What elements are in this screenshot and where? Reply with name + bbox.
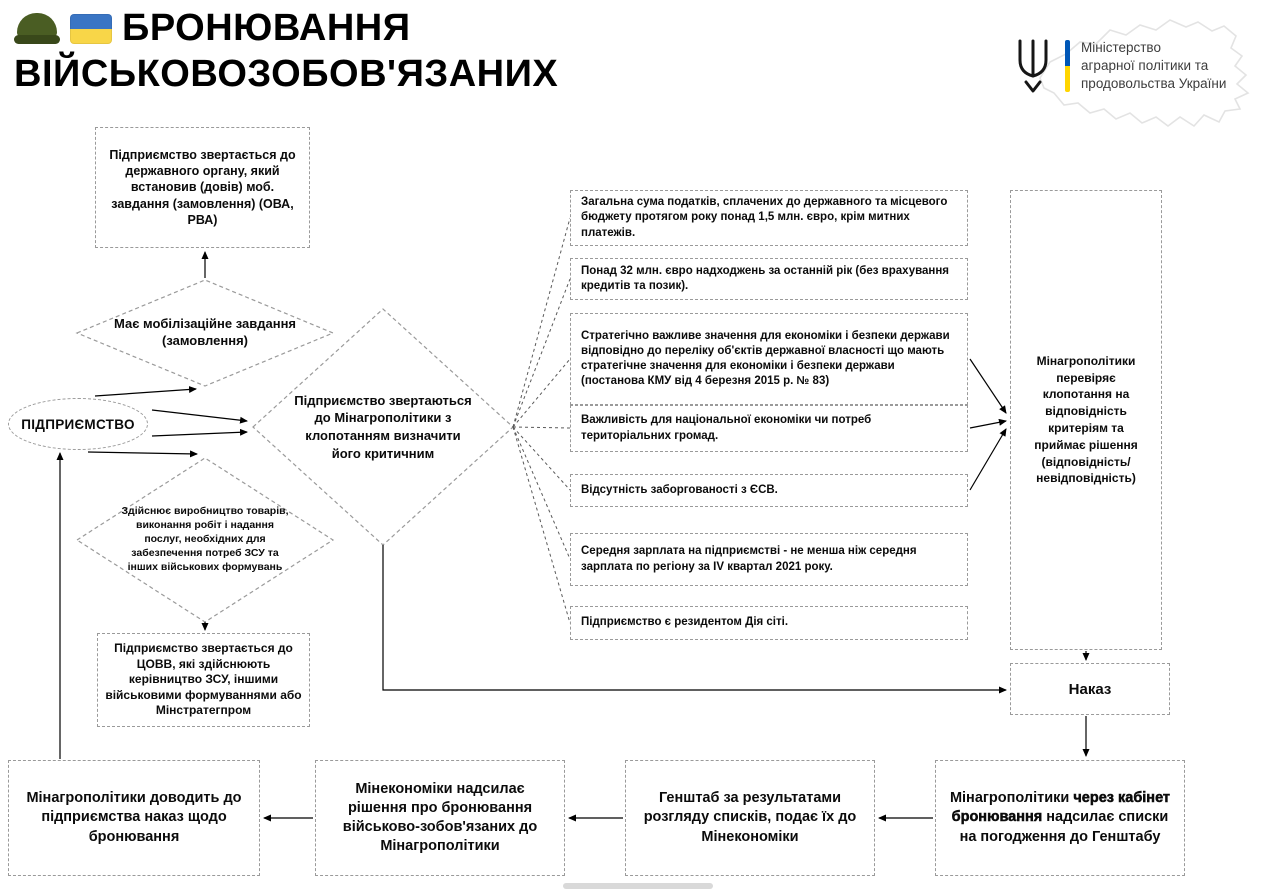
node-covv-label: Підприємство звертається до ЦОВВ, які зд… bbox=[105, 641, 302, 718]
node-state-organ-label: Підприємство звертається до державного о… bbox=[109, 147, 296, 227]
node-state-organ: Підприємство звертається до державного о… bbox=[95, 127, 310, 248]
node-enterprise-label: ПІДПРИЄМСТВО bbox=[21, 416, 135, 432]
node-order: Наказ bbox=[1010, 663, 1170, 715]
criteria-item-4: Важливість для національної економіки чи… bbox=[570, 405, 968, 452]
node-order-label: Наказ bbox=[1068, 680, 1112, 698]
node-genshtab-label: Генштаб за результатами розгляду списків… bbox=[643, 790, 857, 845]
ukraine-trident-icon bbox=[1018, 39, 1048, 93]
criteria-item-2: Понад 32 млн. євро надходжень за останні… bbox=[570, 258, 968, 300]
criteria-item-1: Загальна сума податків, сплачених до дер… bbox=[570, 190, 968, 246]
node-minagro-send-lists-label: Мінагрополітики через кабінет бронювання… bbox=[946, 789, 1174, 846]
criteria-item-5: Відсутність заборгованості з ЄСВ. bbox=[570, 474, 968, 507]
diamond-production bbox=[75, 457, 335, 623]
title-text-1: БРОНЮВАННЯ bbox=[122, 7, 411, 49]
node-review-label: Мінагрополітики перевіряє клопотання на … bbox=[1034, 353, 1138, 486]
send-lists-prefix: Мінагрополітики bbox=[949, 790, 1074, 807]
horizontal-scrollbar-thumb[interactable] bbox=[563, 883, 713, 889]
flow-arrows bbox=[56, 251, 1090, 822]
ministry-logo: Міністерство аграрної політики та продов… bbox=[1012, 38, 1226, 94]
criteria-item-3: Стратегічно важливе значення для економі… bbox=[570, 313, 968, 405]
title-line-1: БРОНЮВАННЯ bbox=[14, 6, 558, 52]
ministry-name-line2: аграрної політики та bbox=[1081, 58, 1209, 73]
military-helmet-icon bbox=[14, 11, 60, 47]
ministry-name: Міністерство аграрної політики та продов… bbox=[1081, 38, 1226, 93]
ukraine-flag-icon bbox=[70, 13, 112, 44]
page-title: БРОНЮВАННЯ ВІЙСЬКОВОЗОБОВ'ЯЗАНИХ bbox=[14, 6, 558, 97]
node-apply-minagro: Підприємство звертаються до Мінагрополіт… bbox=[294, 392, 472, 461]
ministry-name-line3: продовольства України bbox=[1081, 76, 1227, 91]
criteria-fan-lines bbox=[512, 217, 571, 624]
criteria-item-6: Середня зарплата на підприємстві - не ме… bbox=[570, 533, 968, 586]
node-minagro-informs-label: Мінагрополітики доводить до підприємства… bbox=[26, 790, 242, 845]
ministry-name-line1: Міністерство bbox=[1081, 40, 1161, 55]
node-covv: Підприємство звертається до ЦОВВ, які зд… bbox=[97, 633, 310, 727]
criteria-item-7: Підприємство є резидентом Дія сіті. bbox=[570, 606, 968, 640]
node-enterprise: ПІДПРИЄМСТВО bbox=[8, 398, 148, 450]
send-lists-bold: через кабінет бронювання bbox=[951, 790, 1171, 826]
diamond-has-mob-task bbox=[75, 279, 335, 387]
send-lists-suffix: надсилає списки на погодження до Генштаб… bbox=[959, 809, 1169, 845]
node-minekonomiky: Мінекономіки надсилає рішення про бронюв… bbox=[315, 760, 565, 876]
node-has-mob-task: Має мобілізаційне завдання (замовлення) bbox=[114, 316, 296, 348]
flag-bar-icon bbox=[1065, 40, 1070, 92]
node-production: Здійснює виробництво товарів, виконання … bbox=[121, 505, 289, 573]
node-review: Мінагрополітики перевіряє клопотання на … bbox=[1010, 190, 1162, 650]
node-genshtab: Генштаб за результатами розгляду списків… bbox=[625, 760, 875, 876]
title-text-2: ВІЙСЬКОВОЗОБОВ'ЯЗАНИХ bbox=[14, 52, 559, 95]
node-minagro-send-lists: Мінагрополітики через кабінет бронювання… bbox=[935, 760, 1185, 876]
node-minagro-informs: Мінагрополітики доводить до підприємства… bbox=[8, 760, 260, 876]
node-minekonomiky-label: Мінекономіки надсилає рішення про бронюв… bbox=[342, 780, 538, 855]
ukraine-map-outline bbox=[1039, 19, 1250, 128]
